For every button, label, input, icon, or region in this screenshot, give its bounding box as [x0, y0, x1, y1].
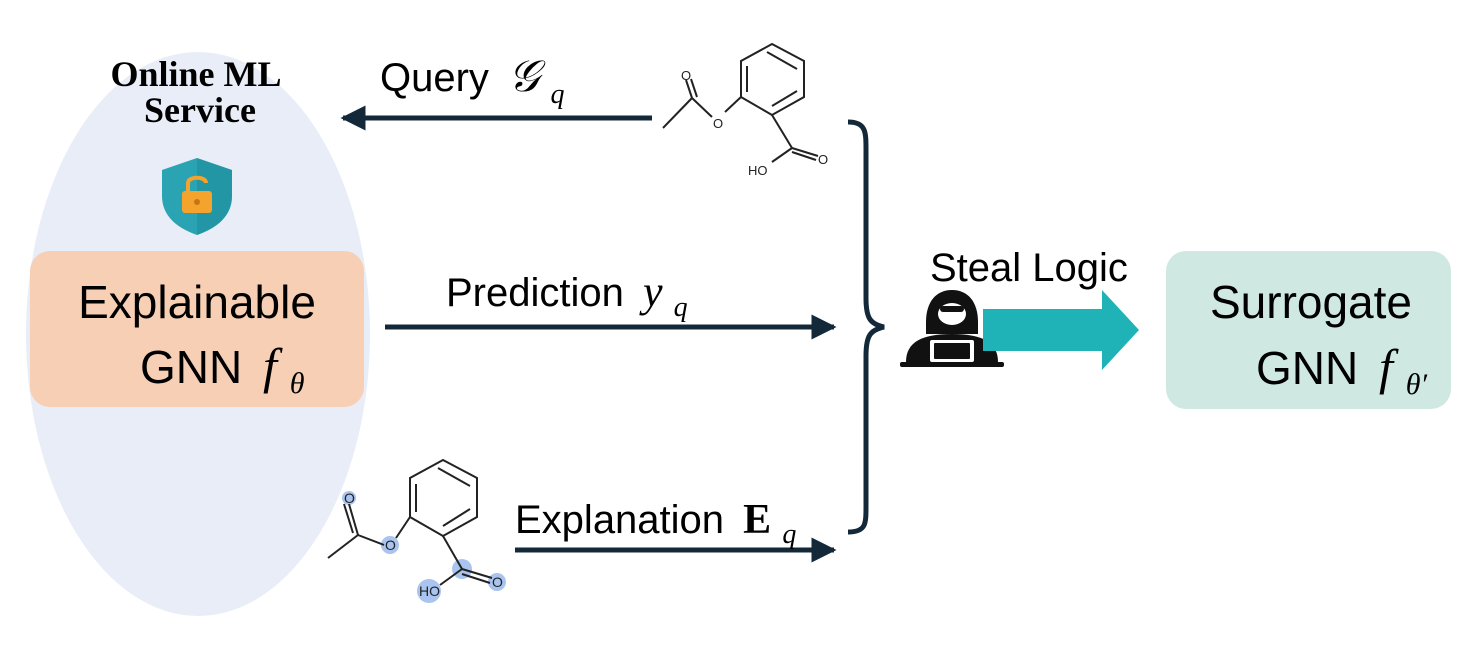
query-molecule-oxygen-3: O: [818, 152, 828, 167]
query-label: Query 𝒢 q: [380, 52, 565, 110]
explanation-molecule-highlights: [342, 491, 506, 603]
steal-logic-label: Steal Logic: [930, 246, 1128, 290]
explanation-molecule-hydroxyl: HO: [419, 583, 440, 599]
surrogate-label-line2: GNN f θ′: [1256, 339, 1427, 401]
surrogate-label-line1: Surrogate: [1210, 276, 1412, 328]
explainable-gnn-box: [30, 251, 364, 407]
explanation-molecule-oxygen-1: O: [344, 490, 355, 506]
hacker-icon: [900, 290, 1004, 367]
service-title-line1: Online ML: [110, 54, 281, 94]
query-molecule-oxygen-1: O: [681, 68, 691, 83]
prediction-label: Prediction y q: [446, 267, 688, 323]
query-molecule: [662, 42, 819, 163]
shield-lock-icon: [162, 158, 232, 235]
explanation-molecule: [327, 458, 493, 586]
model-label-line1: Explainable: [78, 276, 316, 328]
explanation-molecule-oxygen-2: O: [385, 537, 396, 553]
explanation-label: Explanation E q: [515, 497, 796, 550]
query-molecule-hydroxyl: HO: [748, 163, 768, 178]
explanation-molecule-oxygen-3: O: [492, 574, 503, 590]
curly-brace: [847, 119, 885, 535]
query-molecule-oxygen-2: O: [713, 116, 723, 131]
model-label-line2: GNN f θ: [140, 338, 305, 400]
service-title-line2: Service: [144, 90, 256, 130]
steal-arrow: [983, 290, 1139, 370]
surrogate-gnn-box: [1166, 251, 1451, 409]
